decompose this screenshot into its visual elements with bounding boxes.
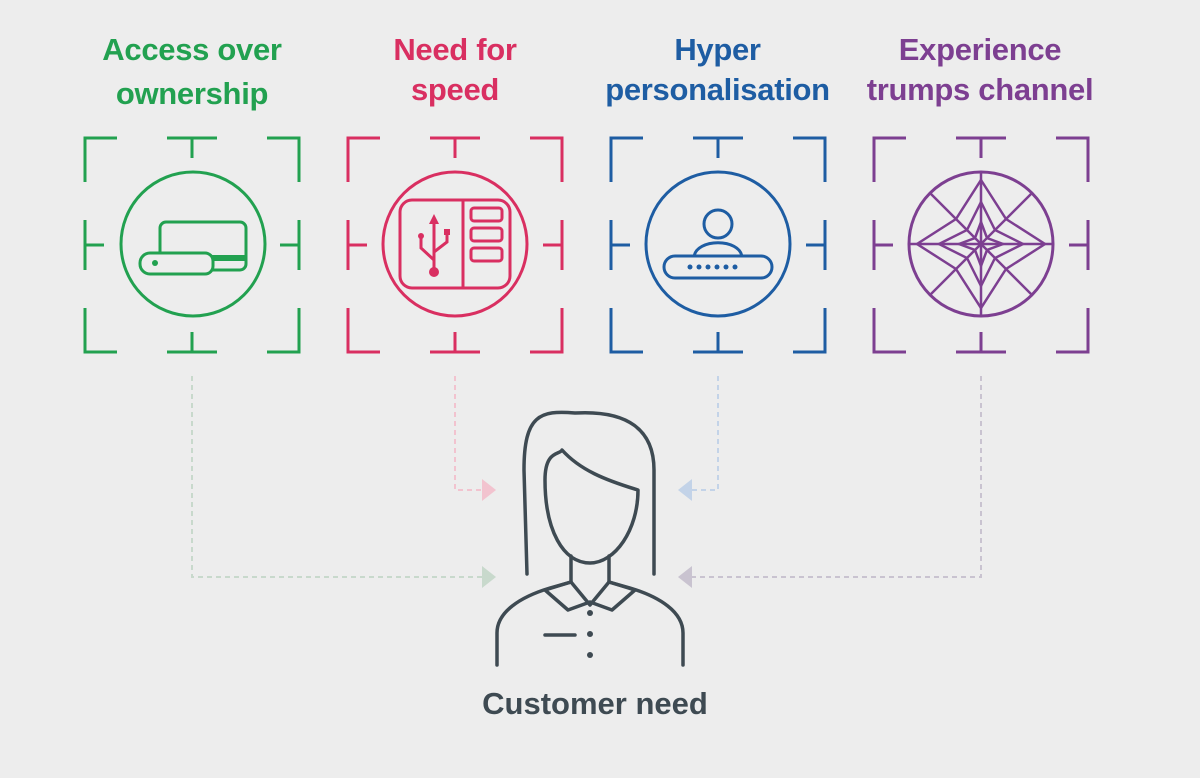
usb-device-icon bbox=[381, 170, 529, 318]
icon-frame-blue bbox=[609, 136, 827, 354]
credit-card-icon bbox=[119, 170, 267, 318]
title-hyper-personalisation: Hyper personalisation bbox=[580, 30, 855, 110]
title-line2: ownership bbox=[115, 76, 269, 111]
collar bbox=[543, 580, 637, 612]
connectors bbox=[191, 376, 982, 578]
arrowhead-experience bbox=[678, 566, 692, 588]
face-outline bbox=[543, 448, 640, 565]
icon-frame-purple bbox=[872, 136, 1090, 354]
buttons bbox=[587, 610, 593, 658]
user-login-icon bbox=[644, 170, 792, 318]
title-experience-trumps-channel: Experience trumps channel bbox=[845, 30, 1115, 110]
neck bbox=[569, 554, 611, 584]
customer-need-label: Customer need bbox=[482, 686, 708, 721]
title-line2: trumps channel bbox=[866, 72, 1094, 107]
title-access-over-ownership: Access over ownership bbox=[72, 30, 312, 114]
connector-access bbox=[191, 376, 484, 578]
title-line2: personalisation bbox=[605, 72, 830, 107]
connector-personalisation bbox=[690, 376, 719, 491]
arrowhead-personalisation bbox=[678, 479, 692, 501]
title-need-for-speed: Need for speed bbox=[335, 30, 575, 110]
connector-arrowheads bbox=[482, 479, 692, 588]
arrowhead-speed bbox=[482, 479, 496, 501]
title-line2: speed bbox=[410, 72, 500, 107]
woman-avatar-icon bbox=[495, 410, 685, 667]
hair-outline bbox=[522, 410, 656, 576]
icon-frame-pink bbox=[346, 136, 564, 354]
title-line1: Need for bbox=[393, 32, 517, 67]
connector-experience bbox=[690, 376, 982, 578]
arrowhead-access bbox=[482, 566, 496, 588]
title-line1: Experience bbox=[898, 32, 1062, 67]
icon-frame-green bbox=[83, 136, 301, 354]
connector-speed bbox=[454, 376, 484, 491]
spider-web-icon bbox=[907, 170, 1055, 318]
title-line1: Hyper bbox=[674, 32, 761, 67]
title-line1: Access over bbox=[102, 32, 282, 67]
